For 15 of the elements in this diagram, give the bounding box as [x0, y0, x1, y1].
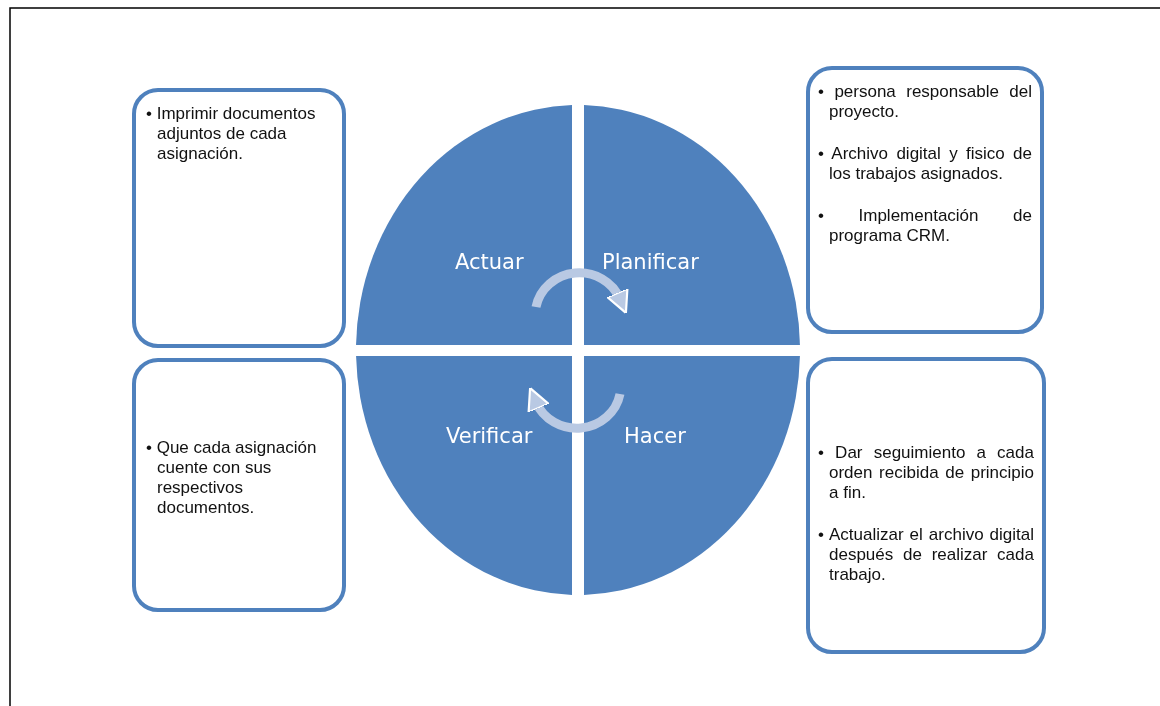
text-box: [806, 357, 1046, 654]
bullet-item: • Actualizar el archivo digital después de realizar cada trabajo.: [818, 525, 1034, 585]
bullet-item: • Imprimir documentos adjuntos de cada asignación.: [146, 104, 317, 164]
phase-label: Actuar: [455, 250, 524, 274]
bullet-item: • Implementación de programa CRM.: [818, 206, 1032, 246]
phase-label: Verificar: [446, 424, 533, 448]
phase-label: Planificar: [602, 250, 699, 274]
text-box: [806, 66, 1044, 334]
bullet-item: • Dar seguimiento a cada orden recibida de principio a fin.: [818, 443, 1034, 503]
bullet-item: • persona responsable del proyecto.: [818, 82, 1032, 122]
text-box: [132, 88, 346, 348]
phase-label: Hacer: [624, 424, 686, 448]
text-box: [132, 358, 346, 612]
bullet-item: • Que cada asignación cuente con sus respectivos documentos.: [146, 438, 318, 518]
bullet-item: • Archivo digital y fisico de los trabajos asignados.: [818, 144, 1032, 184]
